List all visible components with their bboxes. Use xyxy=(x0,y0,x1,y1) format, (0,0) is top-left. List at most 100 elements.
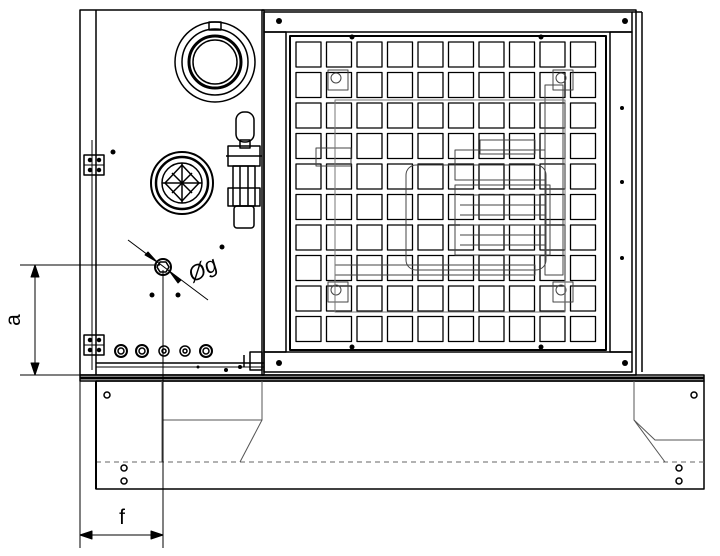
mesh-cell xyxy=(478,102,505,129)
mesh-cell xyxy=(478,254,505,282)
mesh-cell xyxy=(295,254,322,282)
mesh-cell xyxy=(417,163,444,190)
mesh-cell xyxy=(569,193,597,221)
vent-round xyxy=(150,151,214,215)
mesh-cell xyxy=(386,254,414,282)
mesh-cell xyxy=(295,315,322,343)
mesh-cell xyxy=(478,163,505,190)
mesh-cell xyxy=(508,254,536,282)
mesh-cell xyxy=(325,41,353,68)
mesh-cell xyxy=(386,41,414,68)
mesh-cell xyxy=(539,132,566,160)
mesh-cell xyxy=(447,193,475,221)
mesh-cell xyxy=(478,193,505,221)
mesh-cell xyxy=(447,224,475,251)
mesh-cell xyxy=(386,224,414,251)
mesh-cell xyxy=(356,102,383,129)
mesh-cell xyxy=(417,224,444,251)
mesh-cell xyxy=(295,132,322,160)
mesh-cell xyxy=(325,193,353,221)
mesh-cell xyxy=(447,315,475,343)
mesh-cell xyxy=(417,315,444,343)
mesh-cell xyxy=(539,193,566,221)
mesh-cell xyxy=(447,163,475,190)
diameter-g-label: Øg xyxy=(183,251,222,288)
mesh-cell xyxy=(356,41,383,68)
mesh-cell xyxy=(386,102,414,129)
mesh-cell xyxy=(417,71,444,99)
mesh-cell xyxy=(478,71,505,99)
mesh-cell xyxy=(356,163,383,190)
mesh-cell xyxy=(325,102,353,129)
mesh-cell xyxy=(417,41,444,68)
mesh-cell xyxy=(478,315,505,343)
mesh-cell xyxy=(508,285,536,312)
dimension-f xyxy=(79,270,164,548)
sight-glass xyxy=(226,111,262,229)
mesh-cell xyxy=(539,224,566,251)
mesh-cell xyxy=(356,315,383,343)
mesh-cell xyxy=(417,132,444,160)
round-window xyxy=(174,21,256,103)
mesh-cell xyxy=(447,132,475,160)
diameter-leader xyxy=(127,239,209,301)
base-frame xyxy=(79,374,705,490)
panel-bolts xyxy=(110,149,242,372)
mesh-cell xyxy=(569,254,597,282)
mesh-cell xyxy=(325,315,353,343)
mesh-cell xyxy=(417,193,444,221)
mesh-cell xyxy=(508,71,536,99)
mesh-cell xyxy=(508,102,536,129)
mesh-cell xyxy=(386,71,414,99)
mesh-cell xyxy=(417,254,444,282)
mesh-cell xyxy=(539,315,566,343)
mesh-cell xyxy=(295,102,322,129)
cage-frame xyxy=(261,9,643,376)
mesh-cell xyxy=(295,163,322,190)
mesh-cell xyxy=(539,254,566,282)
wire-mesh-guard xyxy=(289,35,607,351)
mesh-cell xyxy=(295,193,322,221)
mesh-cell xyxy=(447,41,475,68)
hinge-top xyxy=(83,154,105,176)
mesh-cell xyxy=(417,285,444,312)
mesh-cell xyxy=(569,71,597,99)
dimension-a xyxy=(20,264,160,376)
mesh-cell xyxy=(569,315,597,343)
mesh-cell xyxy=(386,315,414,343)
mesh-cell xyxy=(356,132,383,160)
mesh-cell xyxy=(539,102,566,129)
mesh-cell xyxy=(447,102,475,129)
mesh-cell xyxy=(508,132,536,160)
mesh-cell xyxy=(478,41,505,68)
mesh-cell xyxy=(508,41,536,68)
mesh-cell xyxy=(569,285,597,312)
mesh-cell xyxy=(356,254,383,282)
motor xyxy=(315,69,574,313)
mesh-cell xyxy=(508,163,536,190)
mesh-cell xyxy=(447,254,475,282)
mesh-cell xyxy=(295,71,322,99)
mesh-cell xyxy=(325,224,353,251)
mesh-cell xyxy=(386,193,414,221)
mesh-cell xyxy=(478,285,505,312)
mesh-cell xyxy=(417,102,444,129)
mesh-cell xyxy=(447,71,475,99)
mesh-cell xyxy=(386,132,414,160)
mesh-cell xyxy=(569,102,597,129)
hinge-bottom xyxy=(83,334,105,356)
mesh-cell xyxy=(295,224,322,251)
mesh-cell xyxy=(356,224,383,251)
mesh-cell xyxy=(447,285,475,312)
mesh-cell xyxy=(478,224,505,251)
mesh-cell xyxy=(569,224,597,251)
mesh-cell xyxy=(356,285,383,312)
mesh-cell xyxy=(325,132,353,160)
mesh-cell xyxy=(508,193,536,221)
mesh-cell xyxy=(569,41,597,68)
mesh-cell xyxy=(508,315,536,343)
mesh-cell xyxy=(569,163,597,190)
mesh-cell xyxy=(325,71,353,99)
mesh-cell xyxy=(539,41,566,68)
mesh-cell xyxy=(325,163,353,190)
